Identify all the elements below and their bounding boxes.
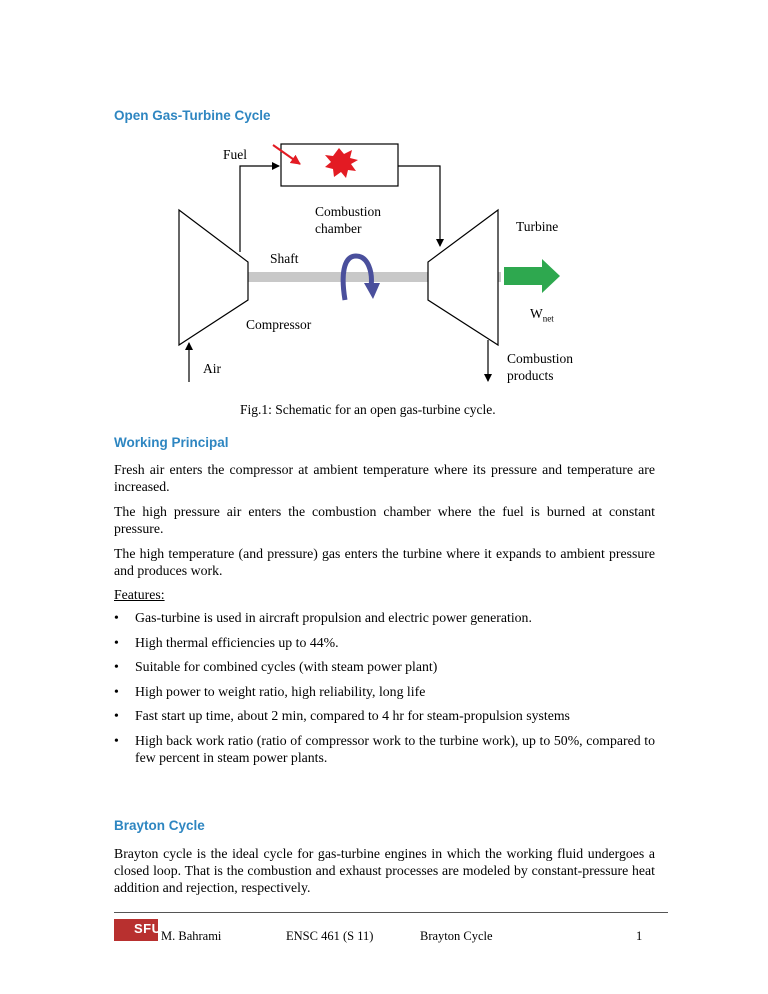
label-w: W xyxy=(530,306,543,321)
feature-text: Suitable for combined cycles (with steam… xyxy=(135,659,438,674)
list-item: • High thermal efficiencies up to 44%. xyxy=(114,634,655,651)
sfu-logo: SFU xyxy=(114,919,161,941)
bullet: • xyxy=(114,708,119,723)
section-title-working: Working Principal xyxy=(114,435,229,450)
working-paragraph-3: The high temperature (and pressure) gas … xyxy=(114,546,655,578)
footer-topic: Brayton Cycle xyxy=(420,929,493,943)
rotation-arrow-icon xyxy=(340,253,374,301)
feature-text: High back work ratio (ratio of compresso… xyxy=(135,732,655,765)
label-combustion-line1: Combustion xyxy=(315,204,382,219)
net-work-arrow xyxy=(504,259,560,293)
turbine xyxy=(427,208,499,347)
label-products-line1: Combustion xyxy=(507,351,574,366)
label-wnet: Wnet xyxy=(530,305,554,328)
list-item: • High back work ratio (ratio of compress… xyxy=(114,732,655,766)
shaft xyxy=(203,272,501,282)
footer-course: ENSC 461 (S 11) xyxy=(286,929,374,943)
feature-text: High thermal efficiencies up to 44%. xyxy=(135,634,339,650)
rotation-arrowhead xyxy=(364,283,380,299)
features-list: • Gas-turbine is used in aircraft propuls… xyxy=(114,609,655,773)
compressor-to-chamber-arrow xyxy=(239,162,280,252)
chamber-to-turbine-arrow xyxy=(398,165,444,247)
figure-caption: Fig.1: Schematic for an open gas-turbine… xyxy=(240,402,496,417)
working-paragraph-2: The high pressure air enters the combust… xyxy=(114,504,655,536)
bullet: • xyxy=(114,659,119,674)
feature-text: High power to weight ratio, high reliabi… xyxy=(135,683,426,699)
label-combustion-line2: chamber xyxy=(315,221,362,236)
bullet: • xyxy=(114,683,119,699)
brayton-paragraph: Brayton cycle is the ideal cycle for gas… xyxy=(114,846,655,895)
logo-text: SFU xyxy=(134,921,162,936)
feature-text: Gas-turbine is used in aircraft propulsi… xyxy=(135,610,532,625)
footer-author: M. Bahrami xyxy=(161,929,222,943)
page-number: 1 xyxy=(636,929,643,943)
label-air: Air xyxy=(203,361,221,376)
features-label: Features: xyxy=(114,587,165,602)
list-item: • Gas-turbine is used in aircraft propuls… xyxy=(114,609,655,626)
list-item: • Suitable for combined cycles (with stea… xyxy=(114,658,655,675)
fuel-arrow xyxy=(272,144,301,165)
section-title-open-cycle: Open Gas-Turbine Cycle xyxy=(114,108,271,123)
bullet: • xyxy=(114,634,119,650)
label-combustion-chamber: Combustion chamber xyxy=(315,203,381,237)
working-paragraph-1: Fresh air enters the compressor at ambie… xyxy=(114,462,655,494)
label-w-sub: net xyxy=(542,313,554,324)
bullet: • xyxy=(114,732,119,748)
flame-icon xyxy=(325,148,358,178)
label-compressor: Compressor xyxy=(246,317,312,332)
label-combustion-products: Combustion products xyxy=(507,350,573,384)
label-products-line2: products xyxy=(507,368,554,383)
label-shaft: Shaft xyxy=(270,251,299,266)
page-footer: SFU M. Bahrami ENSC 461 (S 11) Brayton C… xyxy=(114,912,668,943)
label-turbine: Turbine xyxy=(516,219,559,234)
label-fuel: Fuel xyxy=(223,147,248,162)
bullet: • xyxy=(114,610,119,625)
feature-text: Fast start up time, about 2 min, compare… xyxy=(135,708,570,723)
gas-turbine-schematic xyxy=(178,143,560,382)
list-item: • High power to weight ratio, high reliab… xyxy=(114,683,655,700)
list-item: • Fast start up time, about 2 min, compar… xyxy=(114,707,655,724)
section-title-brayton: Brayton Cycle xyxy=(114,818,205,833)
compressor xyxy=(178,208,249,347)
